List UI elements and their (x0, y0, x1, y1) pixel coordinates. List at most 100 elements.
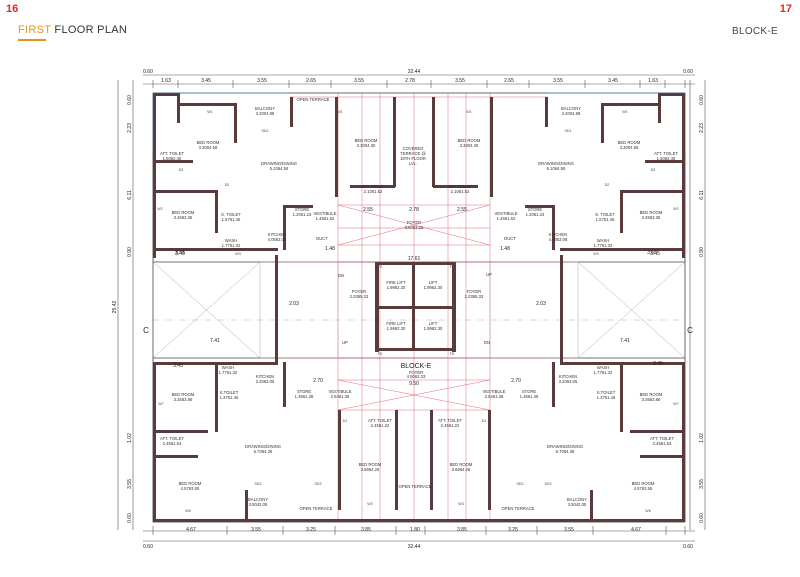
label-covered-1: TERRACE @ (400, 151, 425, 156)
label-foyer-r: FOYER (467, 289, 481, 294)
size-bed-br1: 3.3563.86 (642, 397, 661, 402)
label-block-e: BLOCK-E (401, 363, 432, 370)
size-foyer-l: 2.0365.33 (350, 294, 369, 299)
label-covered-0: COVERED (403, 146, 424, 151)
size-balcony-bl: 3.5042.05 (249, 502, 268, 507)
size-bed-bc2: 3.6664.26 (452, 467, 471, 472)
dim-355-l: 3.55 (175, 250, 185, 256)
dim-270-r: 2.70 (511, 378, 521, 384)
size-store-tr: 1.2061.23 (526, 212, 545, 217)
dim-bottom-2: 3.25 (306, 527, 316, 533)
size-stoilet-br: 1.3761.45 (597, 395, 616, 400)
size-wash-tl: 1.7761.32 (222, 243, 241, 248)
core-cross-lines (152, 261, 686, 359)
dim-left-6: 0.60 (127, 513, 133, 523)
label-drawing-bl: DRAWING/DINING (245, 444, 281, 449)
label-drawing-br: DRAWING/DINING (547, 444, 583, 449)
dim-right-1: 2.23 (699, 123, 705, 133)
dimension-ticks (152, 80, 686, 535)
size-bed-bl2: 4.5763.55 (181, 486, 200, 491)
label-wash-br: WASH (597, 365, 609, 370)
tag-fd-2: FD (450, 265, 455, 269)
label-stoilet-l: S. TOILET (221, 212, 241, 217)
label-bed-br2: BED ROOM (632, 481, 655, 486)
size-att-bc2: 2.4561.22 (441, 423, 460, 428)
dimension-frame (117, 74, 706, 542)
size-foyer-r: 2.0365.33 (465, 294, 484, 299)
size-bed-tr: 3.3004.58 (620, 145, 639, 150)
size-kitchen-tl: 4.0563.08 (268, 237, 287, 242)
size-drawing-br: 6.7064.36 (556, 449, 575, 454)
size-foyer-t: 3.6063.22 (405, 225, 424, 230)
label-balcony-tr: BALCONY (561, 106, 581, 111)
label-vest-tl: VESTIBULE (313, 211, 336, 216)
tag-d3-tr: D3 (651, 168, 656, 172)
dim-270-l: 2.70 (313, 378, 323, 384)
label-bed-bc1: BED ROOM (359, 462, 382, 467)
label-duct-tr: DUCT (504, 236, 516, 241)
label-bed-br1: BED ROOM (640, 392, 663, 397)
size-stoilet-bl: 1.3761.45 (220, 395, 239, 400)
terrace-lines (152, 92, 686, 150)
size-vest-tr: 1.4561.52 (497, 216, 516, 221)
size-att-tl: 1.5062.45 (163, 156, 182, 161)
dim-355-r: 3.55 (647, 250, 657, 256)
dim-top-1: 3.45 (201, 78, 211, 84)
title-underline (18, 39, 46, 41)
label-att-tr: ATT. TOILET (654, 151, 678, 156)
label-vest-br: VESTIBULE (482, 389, 505, 394)
page-title: FIRST FLOOR PLAN (18, 24, 127, 36)
tag-w1-tr: W1 (622, 110, 627, 114)
size-wash-br: 1.7761.32 (594, 370, 613, 375)
dim-right-2: 6.11 (699, 190, 705, 200)
tag-w3-bc2: W3 (458, 502, 463, 506)
tag-fd-4: FD (450, 352, 455, 356)
dim-148-r: 1.48 (500, 246, 510, 252)
dim-corner-br: 0.60 (683, 544, 693, 550)
dim-bottom-1: 3.55 (251, 527, 261, 533)
size-bed-mr: 3.4563.36 (642, 215, 661, 220)
dim-left-5: 3.55 (127, 479, 133, 489)
label-foyer-b: FOYER (409, 370, 423, 375)
size-wash-bl: 1.7761.32 (219, 370, 238, 375)
dim-left-0: 0.60 (127, 95, 133, 105)
size-kitchen-tr: 4.0563.08 (549, 237, 568, 242)
dim-bottom-8: 4.67 (631, 527, 641, 533)
label-foyer-l: FOYER (352, 289, 366, 294)
size-vest-br: 2.5461.38 (485, 394, 504, 399)
label-kitchen-br: KITCHEN (559, 374, 577, 379)
label-bed-tc1: BED ROOM (355, 138, 378, 143)
size-store-bl: 1.3661.38 (295, 394, 314, 399)
label-att-bc1: ATT. TOILET (368, 418, 392, 423)
title-accent: FIRST (18, 24, 52, 36)
label-dn-br: DN (484, 340, 490, 345)
dim-top-5: 2.78 (405, 78, 415, 84)
dim-bottom-6: 3.25 (508, 527, 518, 533)
label-covered-3: LVL. (409, 161, 417, 166)
label-stoilet-bl: S.TOILET (220, 390, 239, 395)
size-lift-1: 1.9962.30 (424, 285, 443, 290)
label-duct-tl: DUCT (316, 236, 328, 241)
label-open-terrace-tl: OPEN TERRACE (297, 97, 330, 102)
dim-total-left: 25.42 (112, 301, 118, 314)
label-fire-lift-2: FIRE LIFT (386, 321, 406, 326)
title-rest: FLOOR PLAN (51, 24, 128, 36)
size-foyer-b: 4.5063.33 (407, 374, 426, 379)
tag-w6-l: W6 (185, 509, 190, 513)
dim-255-r: 2.55 (457, 207, 467, 213)
label-lift-2: LIFT (429, 321, 438, 326)
label-store-tl: STORE (295, 207, 310, 212)
size-drawing-bl: 6.7064.36 (254, 449, 273, 454)
dim-148-l: 1.48 (325, 246, 335, 252)
dim-right-5: 3.55 (699, 479, 705, 489)
section-c-right: C (687, 326, 693, 335)
tag-sd2-l: SD2 (255, 482, 262, 486)
tag-w1-tc2: W1 (466, 110, 471, 114)
label-covered-2: 18TH FLOOR (400, 156, 426, 161)
tag-w3-tl: W3 (235, 252, 240, 256)
opening-tags: W1 W1 W1 W1 SD1 SD1 D2 D2 D3 D3 W2 W2 W3… (157, 110, 678, 513)
size-bed-bc1: 3.6664.26 (361, 467, 380, 472)
tag-sd3-l: SD3 (315, 482, 322, 486)
dim-top-6: 3.55 (455, 78, 465, 84)
dim-total-top: 32.44 (408, 69, 421, 75)
